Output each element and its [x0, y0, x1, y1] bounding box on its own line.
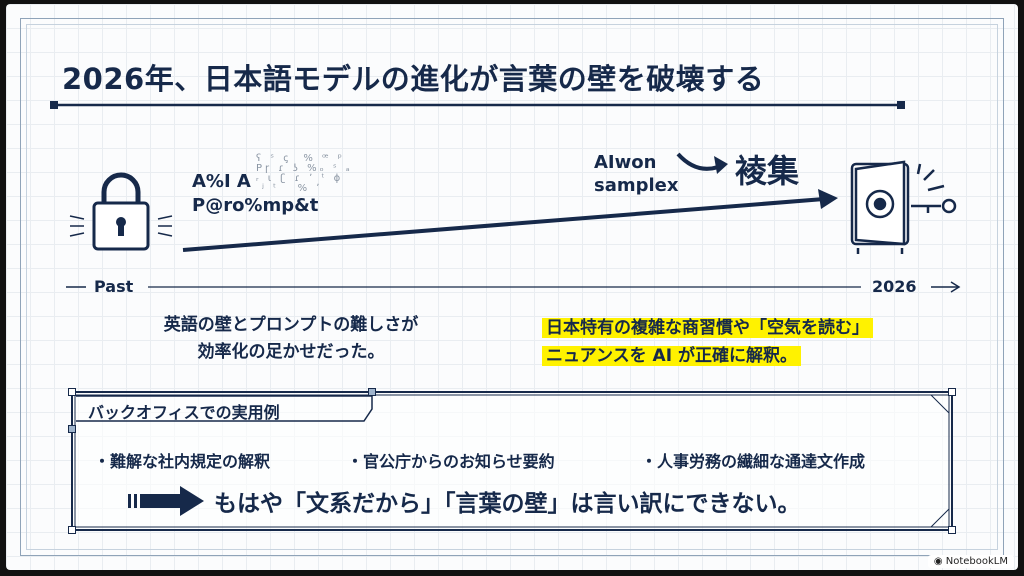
slide: 2026年、日本語モデルの進化が言葉の壁を破壊する A%I A ʕ ˢ ꞔ % …	[6, 4, 1018, 570]
use-case-box	[71, 391, 953, 531]
notebooklm-watermark: ◉ NotebookLM	[927, 555, 1014, 568]
title-rule-end	[50, 101, 58, 109]
left-caption: 英語の壁とプロンプトの難しさが 効率化の足かせだった。	[163, 315, 419, 362]
decor-lines	[50, 101, 961, 531]
ai-text-2: samplex	[594, 175, 679, 196]
right-caption: 日本特有の複雑な商習慣や「空気を読む」 ニュアンスを AI が正確に解釈。	[542, 314, 873, 370]
use-case-item: ・官公庁からのお知らせ要約	[347, 452, 555, 471]
result-kanji: 裬集	[735, 152, 800, 190]
lock-icon	[69, 172, 173, 251]
use-case-heading: バックオフィスでの実用例	[88, 403, 280, 422]
open-safe-icon	[850, 160, 957, 254]
curved-arrow-icon	[676, 152, 719, 171]
page-title: 2026年、日本語モデルの進化が言葉の壁を破壊する	[62, 62, 765, 96]
garbled-text-2: P@ro%mp&t	[192, 195, 319, 216]
past-label: Past	[94, 277, 134, 296]
garbled-text-1: A%I A	[192, 171, 251, 192]
use-case-item: ・難解な社内規定の解釈	[94, 452, 271, 471]
progress-arrow	[182, 197, 825, 252]
ai-text-1: AIwon	[594, 152, 657, 173]
future-label: 2026	[872, 277, 917, 296]
conclusion-text: もはや「文系だから」「言葉の壁」は言い訳にできない。	[214, 491, 801, 517]
inner-frame	[26, 24, 998, 550]
right-arrow-icon	[128, 486, 204, 516]
outer-frame	[20, 18, 1004, 556]
use-case-item: ・人事労務の繊細な通達文作成	[641, 452, 866, 471]
